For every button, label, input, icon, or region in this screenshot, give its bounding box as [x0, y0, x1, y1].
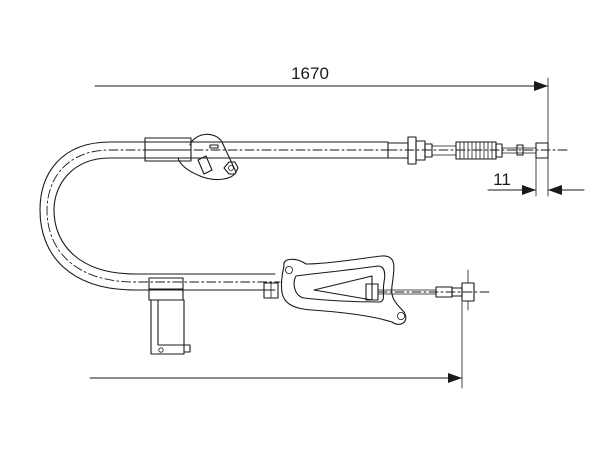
- overall-length-dimension: 1670: [94, 64, 549, 197]
- lower-mounting-bracket: [148, 277, 191, 355]
- end-fitting-label: 11: [493, 170, 511, 189]
- lower-length-dimension: [89, 301, 463, 389]
- equalizer-bracket: [280, 255, 407, 325]
- upper-mounting-bracket: [144, 133, 237, 181]
- overall-length-label: 1670: [291, 64, 329, 83]
- dimension-arrowhead: [534, 81, 548, 91]
- nut-icon: [223, 161, 239, 175]
- upper-end-fitting: [387, 136, 569, 165]
- cable-sheath: [39, 141, 391, 291]
- dimension-arrowhead: [548, 185, 562, 195]
- lower-ferrule: [263, 282, 279, 299]
- dimension-arrowhead: [448, 373, 462, 383]
- threaded-section: [455, 141, 497, 160]
- lower-end-fitting: [377, 269, 493, 311]
- dimension-arrowhead: [522, 185, 536, 195]
